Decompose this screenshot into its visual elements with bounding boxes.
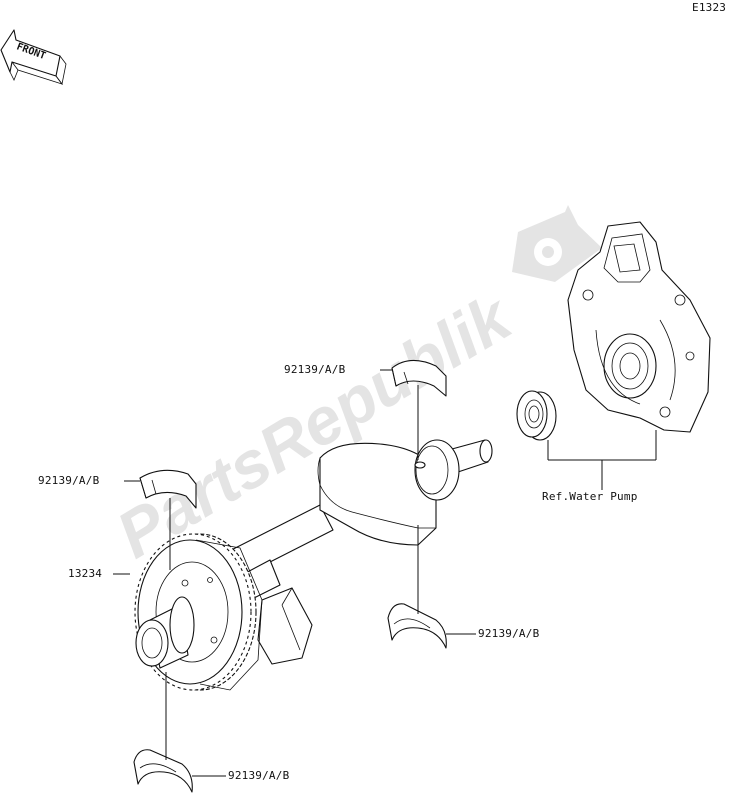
front-arrow-icon: FRONT xyxy=(0,29,67,85)
bearing-shell-left xyxy=(139,469,197,509)
bearing-shell-top xyxy=(391,359,447,397)
label-water-pump-ref: Ref.Water Pump xyxy=(542,490,638,503)
label-bearing-bottom: 92139/A/B xyxy=(228,769,290,782)
journal-collar xyxy=(414,439,460,501)
oil-seal xyxy=(516,390,557,441)
diagram-code: E1323 xyxy=(692,1,727,14)
label-bearing-top: 92139/A/B xyxy=(284,363,346,376)
label-bearing-right: 92139/A/B xyxy=(478,627,540,640)
bearing-shell-right xyxy=(387,603,447,649)
label-bearing-left: 92139/A/B xyxy=(38,474,100,487)
water-pump-cover xyxy=(567,221,711,433)
label-gear: 13234 xyxy=(68,567,103,580)
lower-weight-block xyxy=(257,587,313,665)
gear-hub xyxy=(135,596,195,669)
bearing-shell-bottom xyxy=(133,749,193,793)
leader-lines xyxy=(113,369,657,777)
